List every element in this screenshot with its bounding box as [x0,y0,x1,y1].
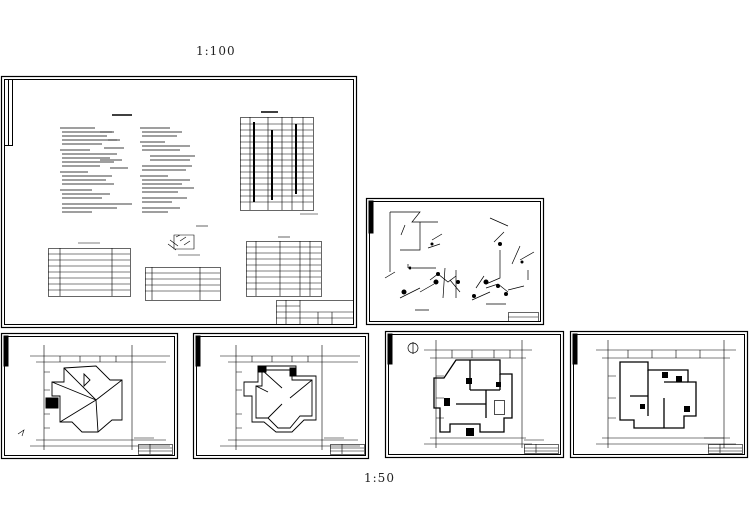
sheet-roof-plan-a [0,332,179,460]
legend-table-right [246,236,322,297]
legend-table-left [48,242,131,297]
chimney-block-a [45,397,59,409]
scale-label-bottom: 1:50 [364,471,395,485]
floor-2-walls [619,361,697,429]
hatch-symbol [167,225,208,256]
sheet-design-notes [0,75,358,329]
floor-1-title-block [524,444,559,454]
floor-2-fixtures [640,372,690,412]
roof-a-title-block [138,444,173,455]
roof-b-outline [243,365,317,433]
roof-a-outline [51,365,123,433]
floor-1-walls [433,359,513,433]
roof-a-grid [30,345,170,450]
sheet-roof-plan-b [192,332,370,460]
sheet-floor-plan-2 [569,330,749,459]
floor-1-grid [424,340,532,448]
sheet-floor-plan-1 [384,330,565,459]
sheet-pipe-system [365,197,545,326]
roof-b-title-block [330,444,365,455]
title-block [276,300,354,325]
pipe-fittings [401,242,524,298]
floor-1-fixtures [444,378,501,436]
pipe-isometric-lines [384,211,535,311]
scale-label-top: 1:100 [196,44,236,58]
roof-b-grid [220,345,360,450]
design-notes-text [60,111,278,213]
floor-2-title-block [708,444,743,454]
legend-table-middle [145,267,221,301]
floor-2-grid [596,340,736,448]
materials-table [240,117,318,215]
